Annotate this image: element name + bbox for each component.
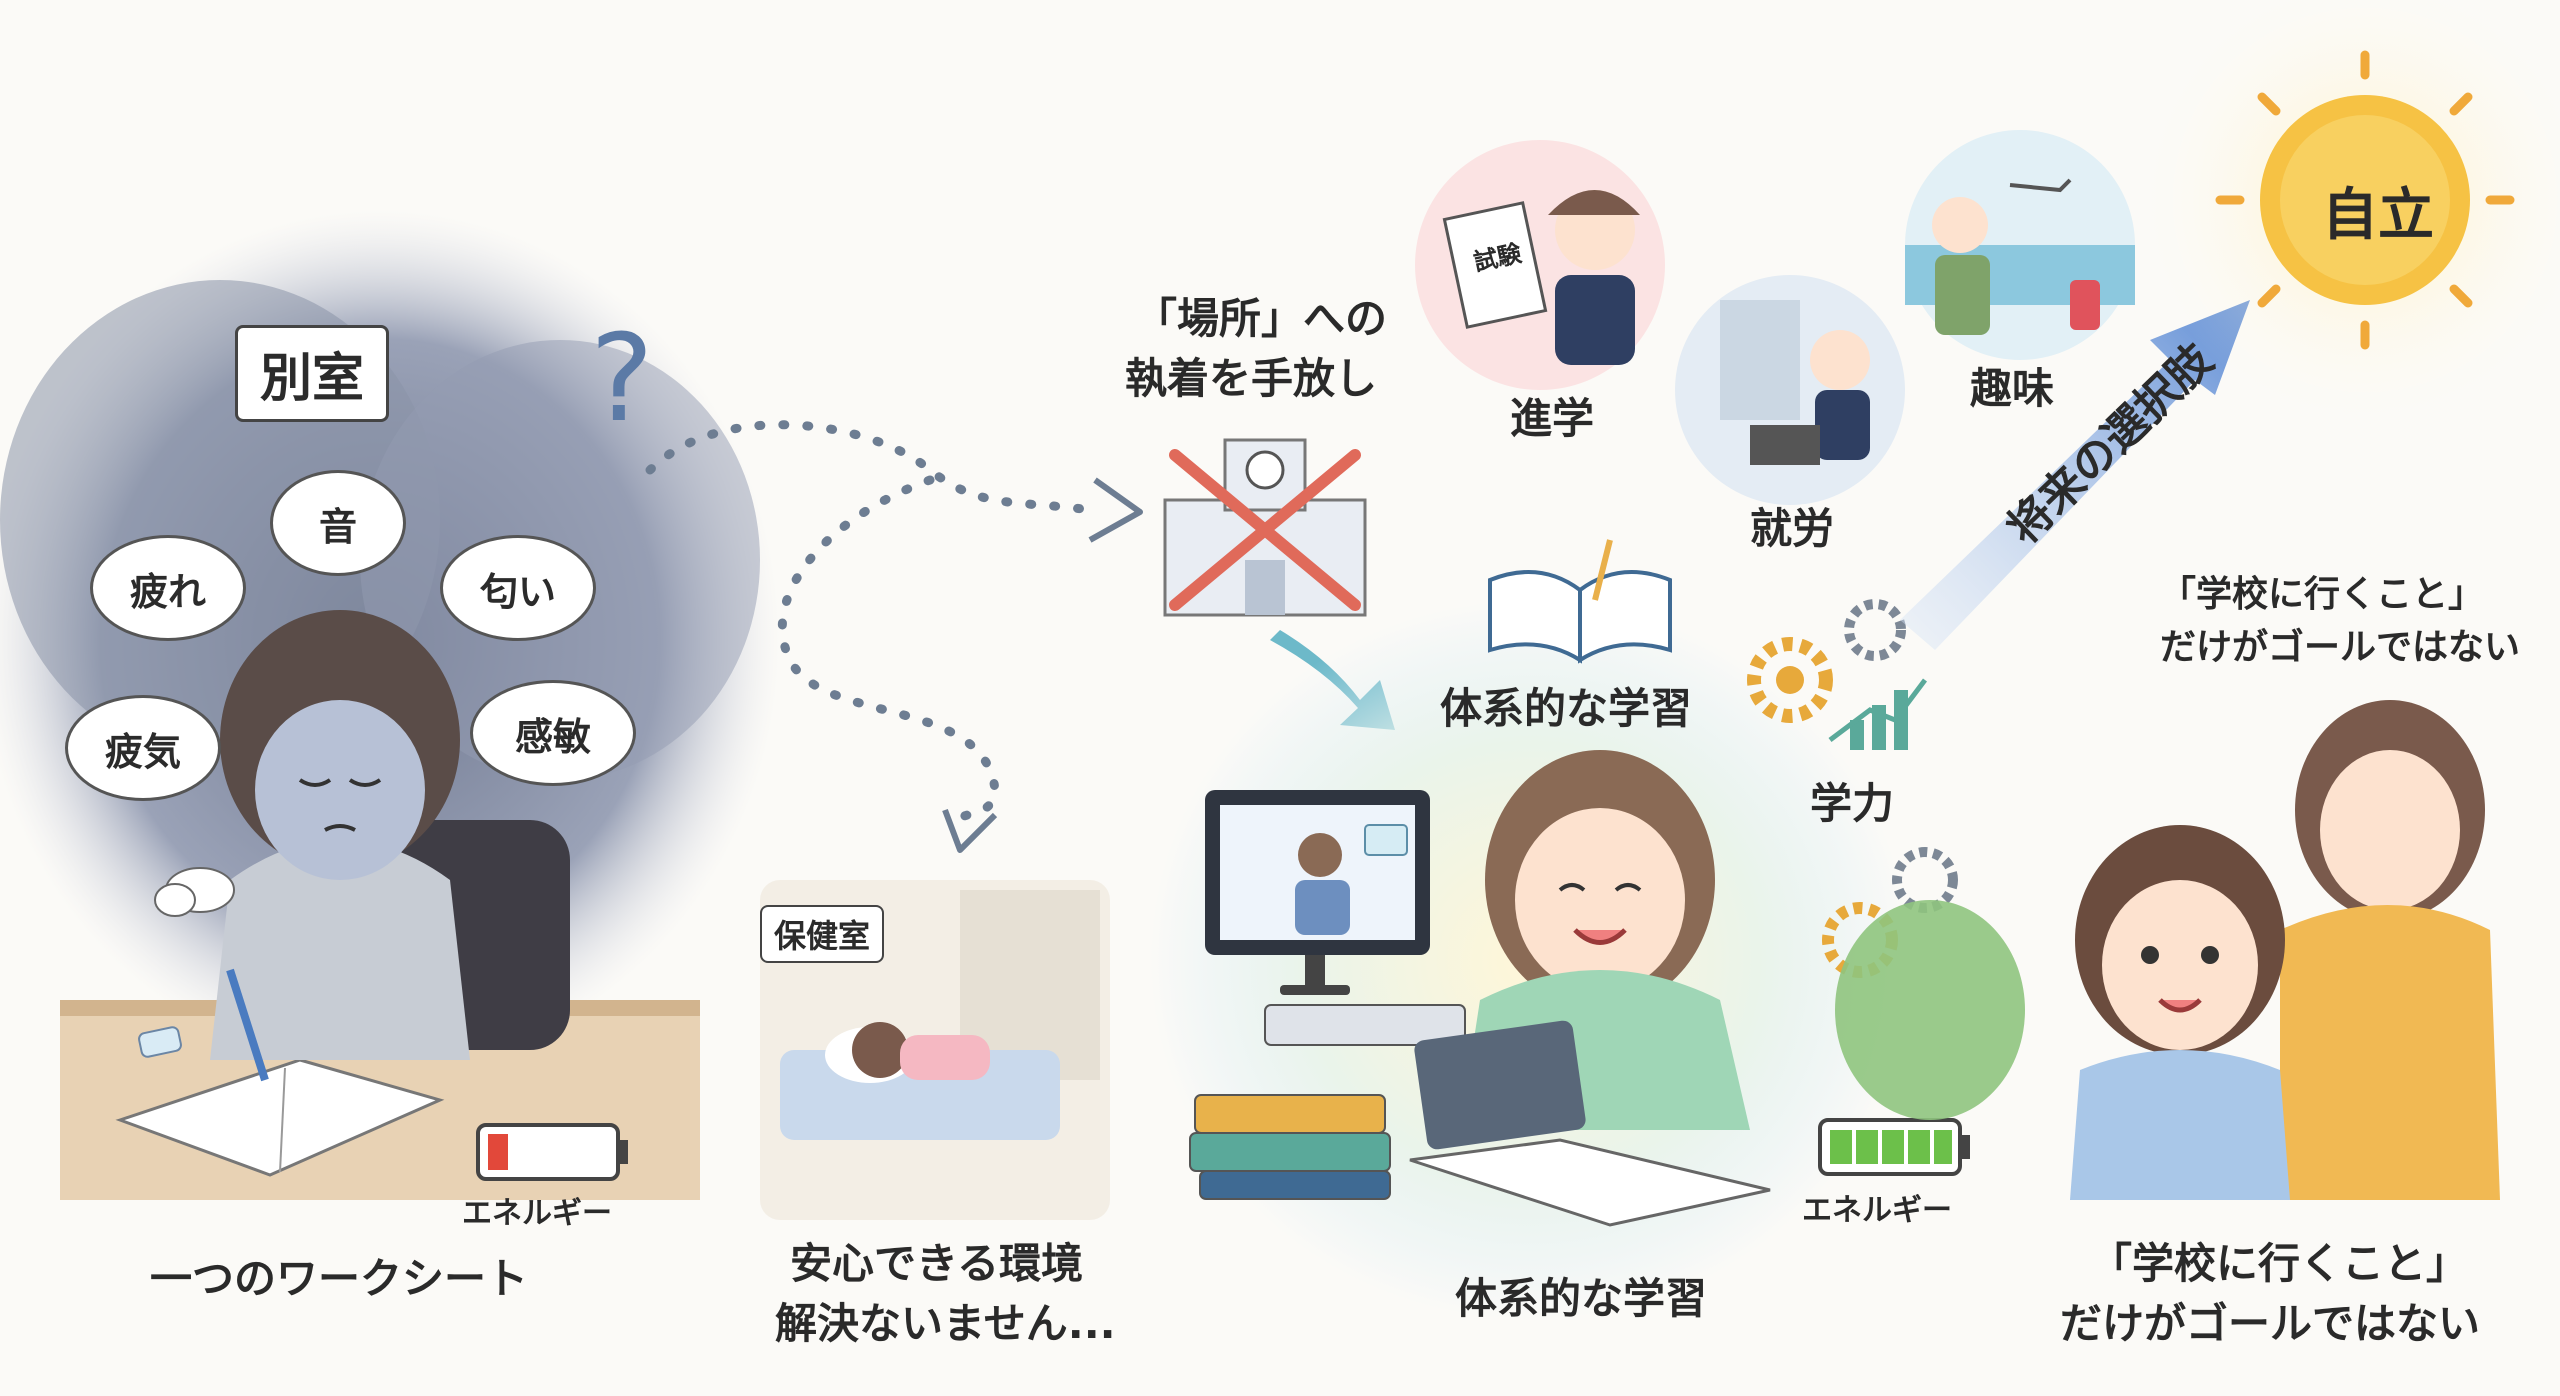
thought-bubble-sensitivity: 感敏 <box>470 680 636 786</box>
nurse-caption-line2: 解決ないません... <box>775 1299 1116 1348</box>
school-building-crossed <box>1163 438 1367 617</box>
goal-text-bottom-line2: だけがゴールではない <box>2060 1299 2481 1348</box>
nurse-caption-line1: 安心できる環境 <box>790 1239 1084 1288</box>
path-label-advancement: 進学 <box>1510 394 1595 443</box>
worksheet-caption: 一つのワークシート <box>150 1254 529 1303</box>
future-arrow <box>1900 300 2250 650</box>
energy-label-low: エネルギー <box>462 1196 612 1231</box>
systematic-learning-caption: 体系的な学習 <box>1455 1274 1708 1323</box>
thought-bubble-fatigue: 疲気 <box>65 695 221 801</box>
parent-and-child <box>2070 700 2500 1200</box>
detach-text-line1: 「場所」への <box>1135 294 1388 343</box>
goal-text-top-line1: 「学校に行くこと」 <box>2160 574 2485 615</box>
tired-girl <box>210 610 570 1082</box>
happy-girl <box>1414 750 1750 1150</box>
energy-label-full: エネルギー <box>1802 1193 1952 1228</box>
bushes <box>1835 900 2025 1120</box>
book-stack <box>1194 1094 1386 1134</box>
room-label: 別室 <box>235 325 390 422</box>
computer-monitor <box>1205 790 1466 1046</box>
path-label-employment: 就労 <box>1750 504 1835 553</box>
thought-bubble-tired: 疲れ <box>90 535 246 641</box>
growth-chart-icon <box>1828 678 1927 750</box>
nurse-room-scene <box>760 880 1110 1220</box>
open-book-icon <box>1488 539 1672 664</box>
thought-bubble-sound: 音 <box>270 470 406 576</box>
detach-text-line2: 執着を手放し <box>1125 354 1378 403</box>
path-label-hobby: 趣味 <box>1970 364 2055 413</box>
question-mark: ? <box>590 310 654 449</box>
academic-ability-label: 学力 <box>1810 779 1895 828</box>
thought-bubble-smell: 匂い <box>440 535 596 641</box>
goal-text-top-line2: だけがゴールではない <box>2160 627 2521 668</box>
sun-label: 自立 <box>2322 183 2434 248</box>
goal-text-bottom-line1: 「学校に行くこと」 <box>2090 1239 2469 1288</box>
systematic-learning-label: 体系的な学習 <box>1440 684 1693 733</box>
nurse-room-label: 保健室 <box>760 905 885 963</box>
worksheet <box>115 1058 445 1177</box>
sun-icon <box>2215 50 2515 350</box>
